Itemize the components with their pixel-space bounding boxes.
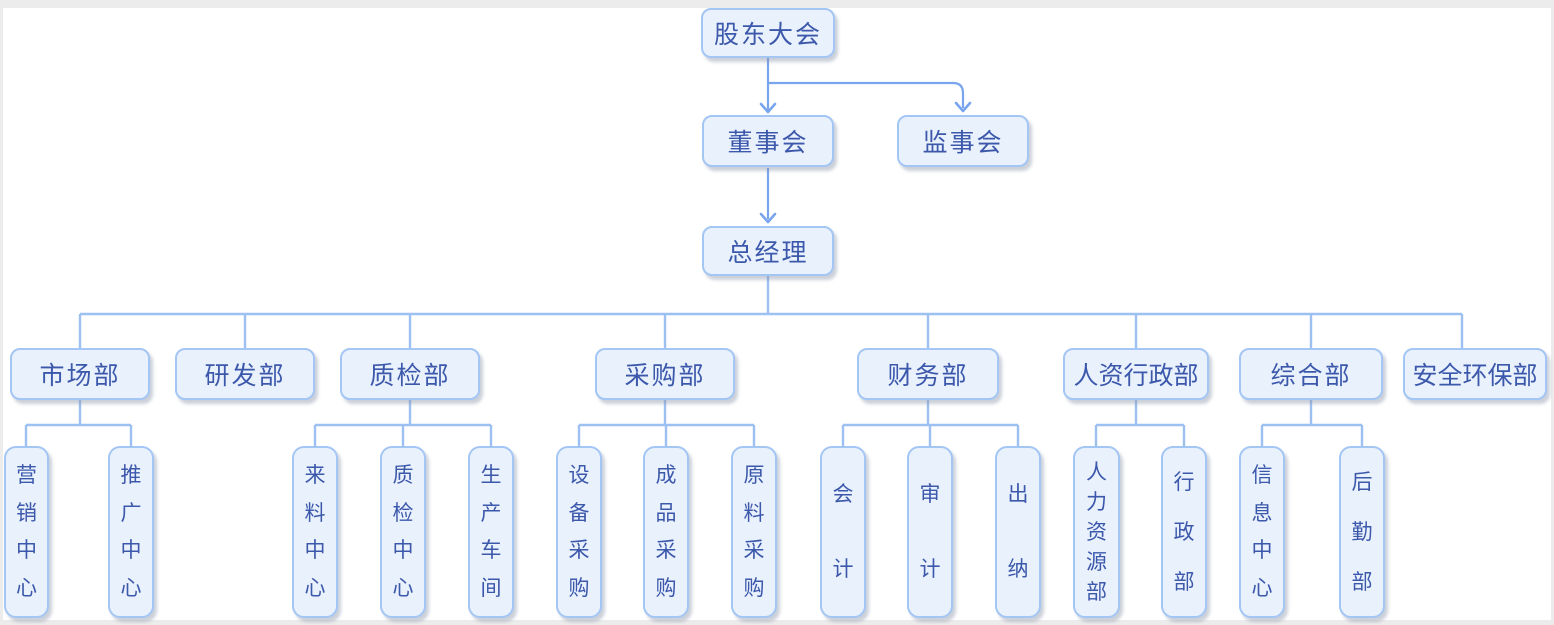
org-node-marketing-center[interactable]: 营销中心 (4, 446, 49, 618)
org-node-finance-dept[interactable]: 财务部 (857, 348, 999, 400)
org-node-quality-dept[interactable]: 质检部 (340, 348, 480, 400)
org-node-production-workshop[interactable]: 生产车间 (468, 446, 514, 618)
org-node-equipment-purchasing[interactable]: 设备采购 (556, 446, 602, 618)
org-node-information-center[interactable]: 信息中心 (1239, 446, 1285, 618)
org-node-supervisory-board[interactable]: 监事会 (897, 115, 1029, 167)
diagram-canvas (3, 8, 1551, 620)
org-node-shareholders-meeting[interactable]: 股东大会 (701, 8, 835, 58)
org-node-auditing[interactable]: 审计 (907, 446, 953, 618)
org-node-raw-material-purchasing[interactable]: 原料采购 (731, 446, 777, 618)
org-node-finished-goods-purchasing[interactable]: 成品采购 (643, 446, 689, 618)
org-node-quality-inspection-center[interactable]: 质检中心 (380, 446, 426, 618)
org-node-rnd-dept[interactable]: 研发部 (175, 348, 315, 400)
org-node-hr-admin-dept[interactable]: 人资行政部 (1063, 348, 1209, 400)
org-node-logistics-dept[interactable]: 后勤部 (1339, 446, 1385, 618)
org-node-administration-dept[interactable]: 行政部 (1161, 446, 1207, 618)
org-node-general-manager[interactable]: 总经理 (702, 226, 834, 276)
org-node-marketing-dept[interactable]: 市场部 (10, 348, 150, 400)
org-node-human-resources-dept[interactable]: 人力资源部 (1073, 446, 1120, 618)
org-node-purchasing-dept[interactable]: 采购部 (595, 348, 735, 400)
org-node-safety-env-dept[interactable]: 安全环保部 (1403, 348, 1547, 400)
org-node-general-affairs-dept[interactable]: 综合部 (1239, 348, 1383, 400)
org-node-cashier[interactable]: 出纳 (995, 446, 1041, 618)
org-node-promotion-center[interactable]: 推广中心 (108, 446, 154, 618)
org-node-incoming-material-center[interactable]: 来料中心 (292, 446, 338, 618)
org-node-board-of-directors[interactable]: 董事会 (702, 115, 834, 167)
org-node-accounting[interactable]: 会计 (820, 446, 866, 618)
